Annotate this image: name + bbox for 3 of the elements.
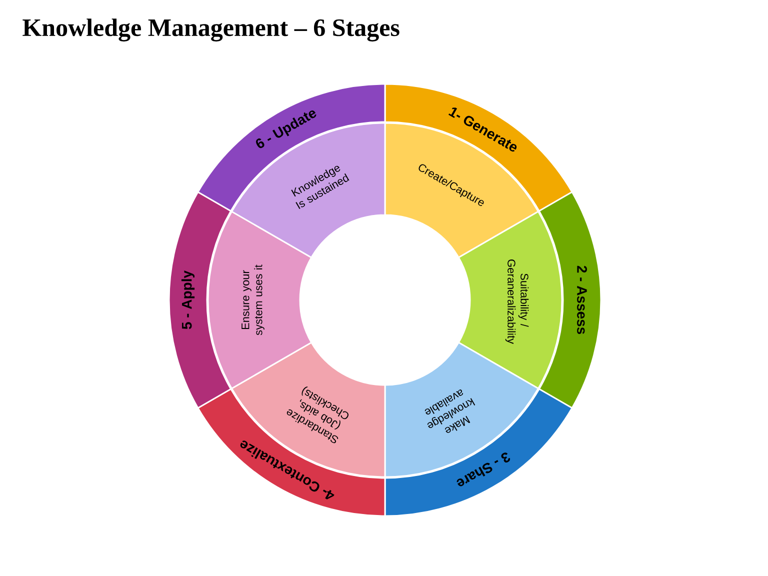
title: Knowledge Management – 6 Stages (22, 18, 400, 42)
segment-label: 2 - Assess Suitability / Geraneralizability (505, 260, 587, 344)
segment-label: 5 - Apply Ensure your system uses it (181, 264, 264, 336)
